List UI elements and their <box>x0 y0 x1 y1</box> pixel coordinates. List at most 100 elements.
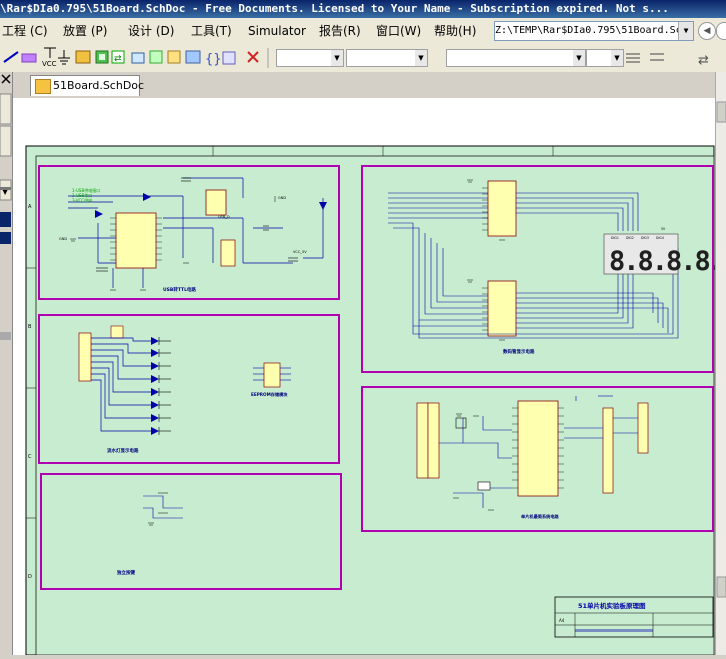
menu-window[interactable]: 窗口(W) <box>376 24 422 38</box>
led-icon <box>151 349 159 357</box>
no-erc-icon[interactable] <box>222 51 236 65</box>
chevron-down-icon[interactable]: ▼ <box>678 22 693 40</box>
back-icon[interactable]: ◀ <box>698 22 716 40</box>
led-header-connector[interactable] <box>78 332 92 382</box>
usb-oscillator <box>205 189 227 216</box>
power-port-vcc-icon[interactable]: VCC <box>42 47 57 68</box>
led-icon <box>151 375 159 383</box>
swap-arrows-icon[interactable]: ⇄ <box>698 53 709 68</box>
dig-power-label: 5V <box>661 227 666 231</box>
place-bus-icon[interactable] <box>21 53 37 63</box>
align-icon[interactable] <box>626 53 640 63</box>
directive-icon[interactable] <box>149 50 163 64</box>
schematic-canvas[interactable]: A B C D 1-USB供电接口 2-U <box>13 98 715 655</box>
dig4-label: DIG4 <box>656 236 664 240</box>
usb-note-1: 1-USB供电接口 <box>72 187 100 193</box>
led-icon <box>151 414 159 422</box>
port-icon[interactable] <box>131 52 145 64</box>
toolbar-combo-4[interactable]: ▼ <box>586 49 624 67</box>
document-path-input[interactable]: Z:\TEMP\Rar$DIa0.795\51Board.Sc ▼ <box>494 21 694 41</box>
usb-note-2: 2-USB串口 <box>72 192 92 198</box>
menu-bar: 工程 (C) 放置 (P) 设计 (D) 工具(T) Simulator 报告(… <box>0 18 726 45</box>
zone-row-d: D <box>28 574 32 580</box>
chevron-down-icon[interactable]: ▼ <box>573 50 585 66</box>
led-icon <box>151 388 159 396</box>
harness-icon[interactable] <box>185 50 201 64</box>
menu-tools[interactable]: 工具(T) <box>191 24 232 38</box>
block-title-eeprom: EEPROM存储模块 <box>251 391 288 398</box>
led-icon <box>319 202 327 210</box>
svg-text:⇄: ⇄ <box>698 53 709 68</box>
menu-project[interactable]: 工程 (C) <box>2 24 48 38</box>
block-keys[interactable] <box>40 473 342 590</box>
zone-row-b: B <box>28 324 32 330</box>
chevron-down-icon[interactable]: ▼ <box>415 50 427 66</box>
schematic-sheet[interactable]: A B C D 1-USB供电接口 2-U <box>13 98 715 655</box>
vertical-scrollbar[interactable] <box>715 72 726 655</box>
menu-design[interactable]: 设计 (D) <box>128 24 175 38</box>
place-wire-icon[interactable] <box>3 51 19 63</box>
seven-segment-digits: 8.8.8.8. <box>609 246 715 277</box>
chevron-down-icon[interactable]: ▼ <box>611 50 623 66</box>
svg-text:⇄: ⇄ <box>114 54 122 64</box>
zone-row-c: C <box>28 454 32 460</box>
left-panel-strip[interactable]: ▼ <box>0 72 13 655</box>
block-usb-ttl[interactable] <box>38 165 340 300</box>
sheet-symbol-icon[interactable] <box>95 50 109 64</box>
vcc-label: VCC_5V <box>293 250 307 254</box>
usb-note-3: 3-VCC供电 <box>72 197 92 203</box>
menu-simulator[interactable]: Simulator <box>248 24 306 38</box>
toolbar-combo-3[interactable]: ▼ <box>446 49 586 67</box>
led-icon <box>151 362 159 370</box>
svg-text:▼: ▼ <box>2 187 9 196</box>
usb-ttl-chip[interactable] <box>115 212 157 269</box>
block-mcu[interactable] <box>361 386 714 532</box>
schematic-doc-icon <box>35 79 51 94</box>
title-block[interactable] <box>554 596 714 638</box>
eeprom-chip[interactable] <box>263 362 281 388</box>
mcu-left-header[interactable] <box>416 402 429 479</box>
crystal-symbol <box>477 481 491 491</box>
mcu-chip[interactable] <box>517 400 559 497</box>
mcu-left-header-2 <box>427 402 440 479</box>
bus-entry-icon[interactable]: {} <box>205 52 222 67</box>
window-title-bar[interactable]: \Rar$DIa0.795\51Board.SchDoc - Free Docu… <box>0 0 726 18</box>
block-display[interactable] <box>361 165 714 373</box>
menu-help[interactable]: 帮助(H) <box>434 24 477 38</box>
block-title-led: 流水灯显示电路 <box>107 447 139 454</box>
gnd-label: GND <box>59 237 67 241</box>
dig2-label: DIG2 <box>626 236 634 240</box>
dig1-label: DIG1 <box>611 236 619 240</box>
close-x-icon[interactable] <box>247 51 259 63</box>
diode-icon <box>143 193 151 201</box>
display-latch-chip-upper[interactable] <box>487 180 517 237</box>
led-resistor-pack <box>110 325 124 339</box>
led-icon <box>151 401 159 409</box>
seven-segment-display[interactable] <box>603 233 679 275</box>
display-latch-chip-lower[interactable] <box>487 280 517 337</box>
toolbar-combo-2[interactable]: ▼ <box>346 49 428 67</box>
sheet-entry-icon[interactable]: ⇄ <box>111 50 125 64</box>
led-icon <box>151 337 159 345</box>
menu-place[interactable]: 放置 (P) <box>63 24 108 38</box>
zone-row-a: A <box>28 204 32 210</box>
usb-label: USB_D <box>218 215 230 219</box>
svg-text:{}: {} <box>205 52 222 67</box>
toolbar-combo-1[interactable]: ▼ <box>276 49 344 67</box>
document-tab-label: 51Board.SchDoc <box>53 79 145 92</box>
document-tab[interactable]: 51Board.SchDoc <box>30 75 144 96</box>
title-block-title: 51单片机实验板原理图 <box>578 601 646 610</box>
block-led[interactable] <box>38 314 340 464</box>
net-label-icon[interactable] <box>167 50 181 64</box>
block-title-keys: 独立按键 <box>117 569 135 576</box>
svg-text:VCC: VCC <box>42 60 57 68</box>
usb-small-chip <box>220 239 236 267</box>
menu-reports[interactable]: 报告(R) <box>319 24 361 38</box>
power-port-gnd-icon[interactable] <box>58 50 70 65</box>
chevron-down-icon[interactable]: ▼ <box>331 50 343 66</box>
mcu-right-header-1 <box>602 407 614 494</box>
distribute-icon[interactable] <box>650 53 664 61</box>
forward-icon[interactable] <box>716 22 726 40</box>
diode-icon <box>95 210 103 218</box>
place-part-icon[interactable] <box>75 50 91 64</box>
